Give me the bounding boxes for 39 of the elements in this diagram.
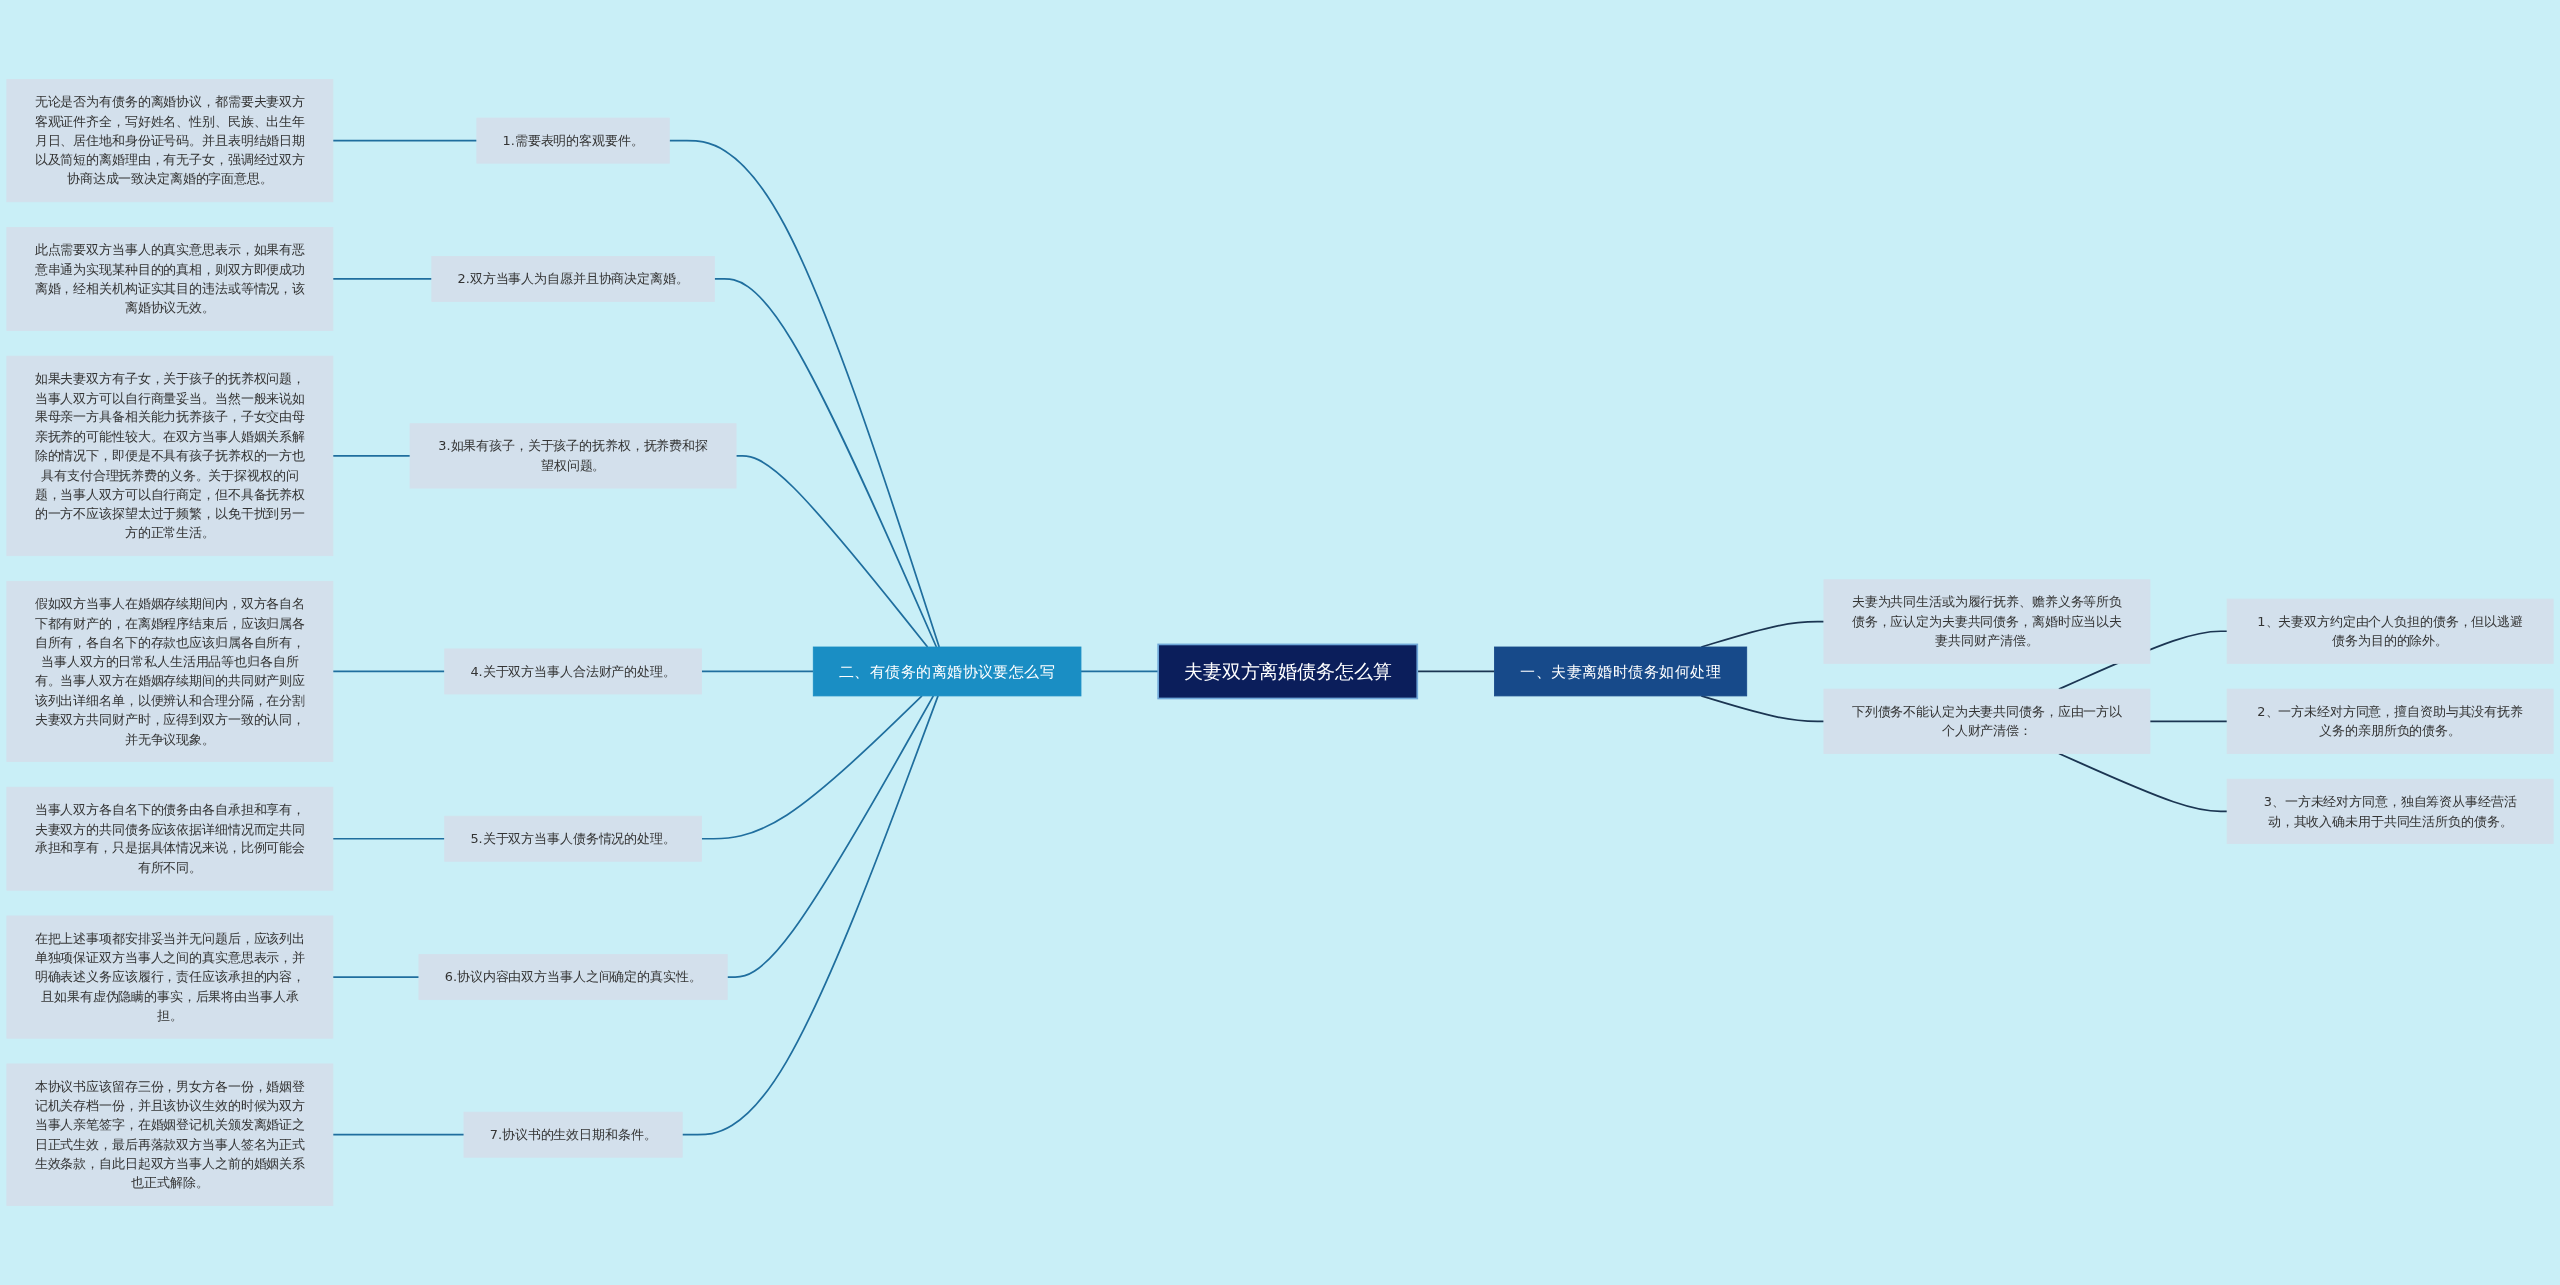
- node-box: 当事人双方各自名下的债务由各自承担和享有，夫妻双方的共同债务应该依据详细情况而定共同承担和享有，只是据具体情况来说，比例可能会有所不同。: [6, 786, 334, 891]
- node-box: 此点需要双方当事人的真实意思表示，如果有恶意串通为实现某种目的的真相，则双方即便成功离婚，经相关机构证实其目的违法或等情况，该离婚协议无效。: [6, 227, 334, 331]
- node-box: 1.需要表明的客观要件。: [476, 117, 670, 164]
- node-box: 2、一方未经对方同意，擅自资助与其没有抚养义务的亲朋所负的债务。: [2226, 688, 2554, 754]
- node-box: 3.如果有孩子，关于孩子的抚养权，抚养费和探望权问题。: [409, 423, 737, 489]
- node-box: 如果夫妻双方有子女，关于孩子的抚养权问题，当事人双方可以自行商量妥当。当然一般来说如果母亲一方具备相关能力抚养孩子，子女交由母亲抚养的可能性较大。在双方当事人婚姻关系解除的情况下，即便是不具有孩子抚养权的一方也具有支付合理抚养费的义务。关于探视权的问题，当事人双方可以自行商定，但不具备抚养权的一方不应该探望太过于频繁，以免干扰到另一方的正常生活。: [6, 355, 334, 557]
- connector: [332, 139, 478, 142]
- node-box: 4.关于双方当事人合法财产的处理。: [444, 648, 702, 695]
- node-box: 本协议书应该留存三份，男女方各一份，婚姻登记机关存档一份，并且该协议生效的时候为双方当事人亲笔签字，在婚姻登记机关颁发离婚证之日正式生效，最后再落款双方当事人签名为正式生效条款，自此日起双方当事人之前的婚姻关系也正式解除。: [6, 1063, 334, 1206]
- connector: [332, 455, 411, 457]
- connector: [2058, 752, 2228, 813]
- node-box: 2.双方当事人为自愿并且协商决定离婚。: [431, 256, 715, 302]
- node-box: 假如双方当事人在婚姻存续期间内，双方各自名下都有财产的，在离婚程序结束后，应该归属各自所有，各自名下的存款也应该归属各自所有，当事人双方的日常私人生活用品等也归各自所有。当事人双方在婚姻存续期间的共同财产则应该列出详细名单，以便辨认和合理分隔，在分割夫妻双方共同财产时，应得到双方一致的认同，并无争议现象。: [6, 580, 334, 762]
- connector: [700, 695, 923, 840]
- connector: [713, 278, 938, 648]
- connector: [2149, 720, 2228, 723]
- node-box: 6.协议内容由双方当事人之间确定的真实性。: [418, 954, 728, 1001]
- node-box: 无论是否为有债务的离婚协议，都需要夫妻双方客观证件齐全，写好姓名、性别、民族、出生年月日、居住地和身份证号码。并且表明结婚日期以及简短的离婚理由，有无子女，强调经过双方协商达成一致决定离婚的字面意思。: [6, 79, 334, 203]
- node-box: 夫妻双方离婚债务怎么算: [1157, 643, 1419, 700]
- node-box: 在把上述事项都安排妥当并无问题后，应该列出单独项保证双方当事人之间的真实意思表示，并明确表述义务应该履行，责任应该承担的内容，且如果有虚伪隐瞒的事实，后果将由当事人承担。: [6, 915, 334, 1039]
- node-box: 7.协议书的生效日期和条件。: [463, 1111, 683, 1158]
- connector: [332, 976, 420, 978]
- connector: [332, 670, 446, 673]
- connector: [1700, 620, 1825, 648]
- node-box: 一、夫妻离婚时债务如何处理: [1494, 646, 1748, 697]
- connector: [668, 139, 941, 648]
- connector: [332, 837, 446, 840]
- connector: [726, 695, 935, 978]
- node-box: 1、夫妻双方约定由个人负担的债务，但以逃避债务为目的的除外。: [2226, 598, 2554, 664]
- connector: [332, 278, 433, 280]
- connector: [700, 670, 815, 673]
- connector: [681, 695, 939, 1136]
- node-box: 下列债务不能认定为夫妻共同债务，应由一方以个人财产清偿：: [1823, 688, 2151, 754]
- connector: [332, 1133, 465, 1136]
- node-box: 5.关于双方当事人债务情况的处理。: [444, 815, 702, 862]
- node-box: 夫妻为共同生活或为履行抚养、赡养义务等所负债务，应认定为夫妻共同债务，离婚时应当以夫妻共同财产清偿。: [1823, 579, 2151, 664]
- node-box: 二、有债务的离婚协议要怎么写: [812, 646, 1082, 697]
- node-box: 3、一方未经对方同意，独自筹资从事经营活动，其收入确未用于共同生活所负的债务。: [2226, 778, 2554, 844]
- connector: [735, 455, 929, 648]
